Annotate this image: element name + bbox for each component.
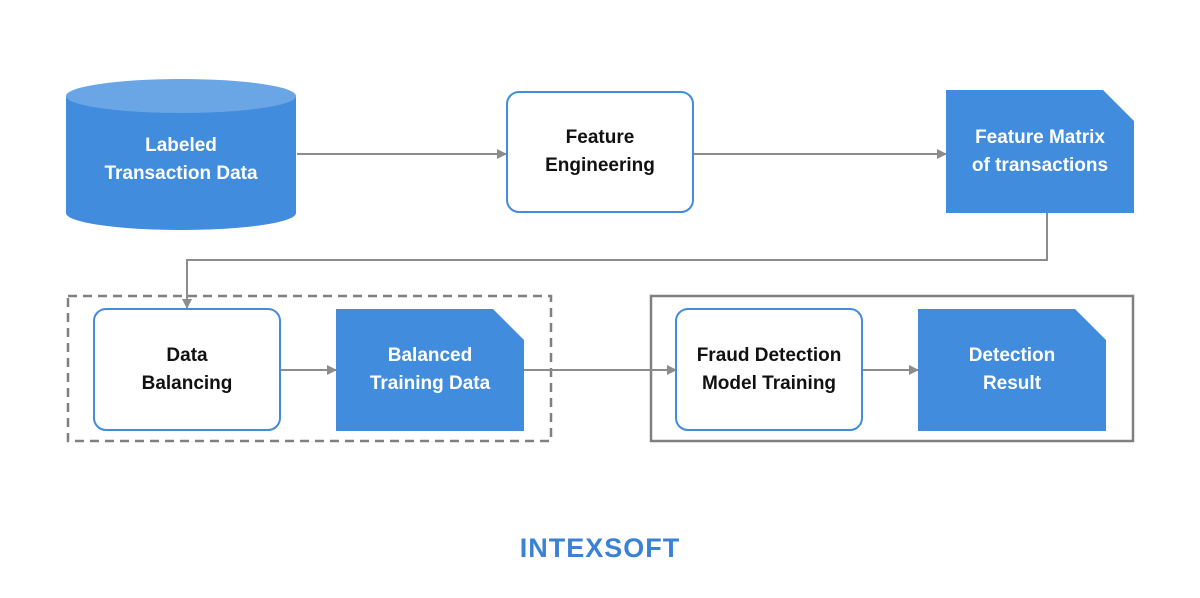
labeled-data-line2: Transaction Data xyxy=(104,163,258,184)
balancing-group-frame xyxy=(66,294,553,443)
labeled-data-line1: Labeled xyxy=(145,135,217,156)
feature-engineering-box xyxy=(506,91,694,213)
detection-result-label: Detection Result xyxy=(918,309,1106,431)
balanced-training-label: Balanced Training Data xyxy=(336,309,524,431)
data-balancing-line2: Balancing xyxy=(141,372,233,394)
detection-result-line2: Result xyxy=(982,373,1042,394)
data-balancing-label: Data Balancing xyxy=(94,309,280,430)
model-training-line1: Fraud Detection xyxy=(696,344,842,366)
feature-matrix-line2: of transactions xyxy=(971,154,1109,176)
model-training-line2: Model Training xyxy=(701,372,837,394)
data-balancing-line1: Data xyxy=(166,344,208,366)
model-training-box xyxy=(675,308,863,431)
labeled-data-label: Labeled Transaction Data xyxy=(66,118,296,202)
logo-text: INTEXSOFT xyxy=(519,532,681,563)
data-balancing-box xyxy=(93,308,281,431)
feature-matrix-label: Feature Matrix of transactions xyxy=(946,90,1134,213)
model-training-label: Fraud Detection Model Training xyxy=(676,309,862,430)
detection-result-line1: Detection xyxy=(968,345,1056,366)
feature-engineering-line1: Feature xyxy=(565,127,635,148)
balanced-training-line1: Balanced xyxy=(387,345,473,366)
labeled-data-cylinder xyxy=(66,79,296,230)
balanced-training-document xyxy=(336,309,524,431)
intexsoft-logo: INTEXSOFT xyxy=(500,528,700,568)
feature-matrix-document xyxy=(946,90,1134,213)
detection-result-document xyxy=(918,309,1106,431)
feature-engineering-label: Feature Engineering xyxy=(507,92,693,212)
connector-matrix-to-balancing xyxy=(182,213,1048,309)
feature-matrix-line1: Feature Matrix xyxy=(975,126,1105,148)
training-group-frame xyxy=(649,294,1135,443)
feature-engineering-line2: Engineering xyxy=(545,155,655,176)
balanced-training-line2: Training Data xyxy=(369,373,491,394)
